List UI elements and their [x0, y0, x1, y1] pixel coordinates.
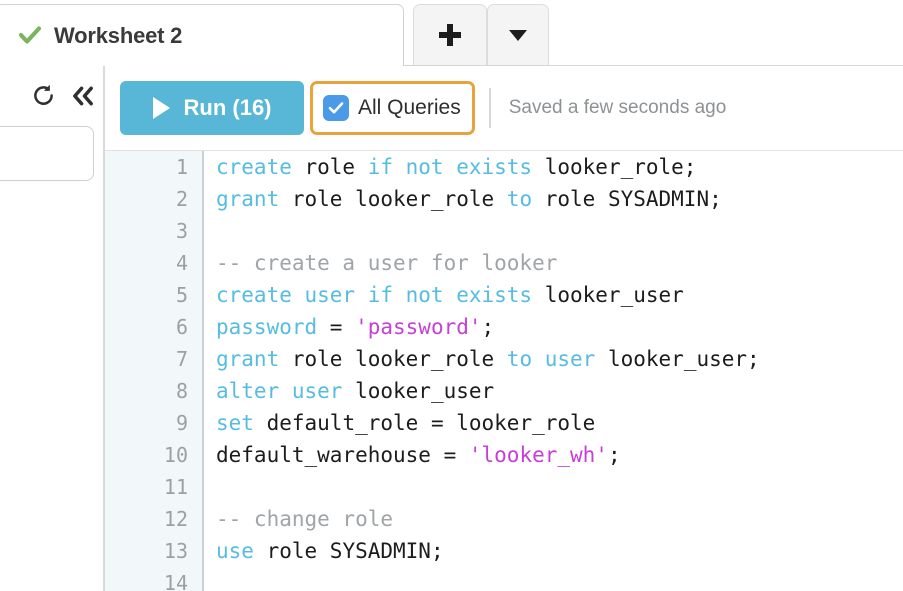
- tab-title: Worksheet 2: [54, 23, 183, 48]
- code-token: 'looker_wh': [468, 443, 608, 467]
- code-token: looker_user: [532, 283, 684, 307]
- line-number: 4: [175, 251, 188, 275]
- green-check-icon: [18, 24, 42, 46]
- toolbar-divider: [488, 88, 491, 128]
- search-input[interactable]: [0, 126, 94, 181]
- saved-status: Saved a few seconds ago: [508, 97, 727, 118]
- worksheet-menu-button[interactable]: [487, 4, 549, 65]
- code-token: looker_role;: [532, 155, 697, 179]
- line-number: 11: [163, 475, 188, 499]
- code-token: password: [216, 315, 318, 339]
- code-token: use: [216, 539, 254, 563]
- code-line[interactable]: set default_role = looker_role: [206, 407, 903, 439]
- line-number: 8: [175, 379, 188, 403]
- code-line[interactable]: create user if not exists looker_user: [206, 279, 903, 311]
- code-token: role SYSADMIN;: [532, 187, 722, 211]
- line-number: 5: [175, 283, 188, 307]
- line-number: 6: [175, 315, 188, 339]
- code-token: if not exists: [367, 155, 533, 179]
- double-chevron-left-icon[interactable]: [71, 85, 96, 107]
- code-line[interactable]: password = 'password';: [206, 311, 903, 343]
- line-number: 2: [175, 187, 188, 211]
- code-line[interactable]: alter user looker_user: [206, 375, 903, 407]
- code-line[interactable]: [206, 471, 903, 503]
- code-token: alter user: [216, 379, 343, 403]
- all-queries-checkbox[interactable]: [323, 95, 349, 121]
- code-token: create: [216, 155, 292, 179]
- plus-icon: [439, 24, 461, 46]
- code-area[interactable]: create role if not exists looker_role;gr…: [206, 151, 903, 591]
- line-number: 9: [175, 411, 188, 435]
- tab-worksheet-2[interactable]: Worksheet 2: [0, 4, 404, 67]
- code-token: =: [317, 315, 356, 339]
- run-button-label: Run (16): [183, 95, 272, 120]
- line-number: 3: [175, 219, 188, 243]
- all-queries-toggle[interactable]: All Queries: [310, 81, 475, 135]
- code-token: 'password': [355, 315, 482, 339]
- worksheet-tab-bar: Worksheet 2: [0, 0, 903, 67]
- code-token: set: [216, 411, 254, 435]
- line-number: 12: [163, 507, 188, 531]
- code-token: to user: [506, 347, 596, 371]
- code-token: default_role = looker_role: [253, 411, 596, 435]
- chevron-down-icon: [509, 29, 527, 41]
- code-line[interactable]: [206, 567, 903, 591]
- left-panel-toolbar: [32, 84, 96, 107]
- line-number: 10: [163, 443, 188, 467]
- code-token: ;: [607, 443, 621, 467]
- code-token: ;: [481, 315, 495, 339]
- code-line[interactable]: -- create a user for looker: [206, 247, 903, 279]
- code-token: role: [291, 155, 368, 179]
- code-token: to: [506, 187, 533, 211]
- left-panel: [0, 66, 105, 591]
- code-token: role looker_role: [279, 347, 507, 371]
- code-token: role SYSADMIN;: [253, 539, 444, 563]
- worksheet-toolbar: Run (16) All Queries Saved a few seconds…: [105, 66, 903, 151]
- code-line[interactable]: grant role looker_role to role SYSADMIN;: [206, 183, 903, 215]
- refresh-icon[interactable]: [32, 84, 55, 107]
- play-icon: [152, 97, 170, 119]
- code-token: default_warehouse =: [216, 443, 469, 467]
- code-line[interactable]: use role SYSADMIN;: [206, 535, 903, 567]
- add-worksheet-button[interactable]: [413, 4, 487, 65]
- code-token: grant: [216, 347, 280, 371]
- all-queries-label: All Queries: [358, 96, 461, 119]
- code-token: role looker_role: [279, 187, 507, 211]
- code-line[interactable]: create role if not exists looker_role;: [206, 151, 903, 183]
- line-number: 1: [175, 155, 188, 179]
- code-line[interactable]: grant role looker_role to user looker_us…: [206, 343, 903, 375]
- code-token: looker_user: [342, 379, 495, 403]
- run-button[interactable]: Run (16): [120, 81, 304, 135]
- code-token: create user if not exists: [216, 283, 533, 307]
- code-line[interactable]: default_warehouse = 'looker_wh';: [206, 439, 903, 471]
- left-panel-divider: [103, 66, 105, 591]
- code-token: -- create a user for looker: [216, 251, 558, 275]
- line-number: 13: [163, 539, 188, 563]
- code-token: looker_user;: [595, 347, 760, 371]
- code-token: grant: [216, 187, 280, 211]
- code-line[interactable]: -- change role: [206, 503, 903, 535]
- code-token: -- change role: [216, 507, 394, 531]
- line-number: 7: [175, 347, 188, 371]
- line-number: 14: [163, 571, 188, 591]
- code-line[interactable]: [206, 215, 903, 247]
